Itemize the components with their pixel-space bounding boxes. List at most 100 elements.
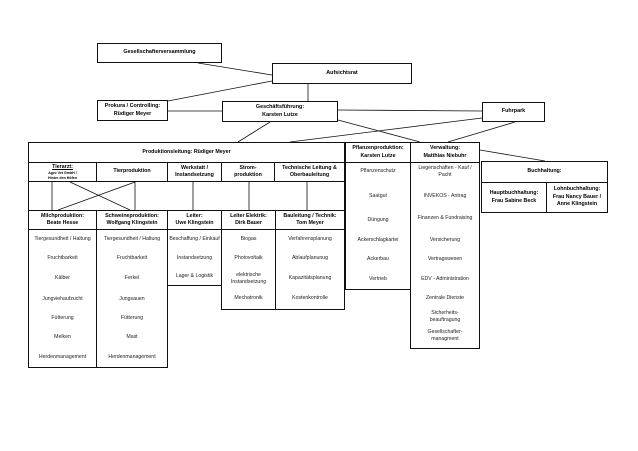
- verwaltung-item: Versicherung: [410, 234, 480, 248]
- bauleitung-item: Verfahrensplanung: [275, 233, 345, 247]
- prokura-name: Rüdiger Meyer: [113, 110, 152, 117]
- pflanzen-head-name: Karsten Lutze: [360, 152, 396, 159]
- schwein-head-name: Wolfgang Klingstein: [106, 220, 158, 226]
- schwein-item: Tiergesundheit / Haltung: [96, 231, 168, 249]
- line-fuhrpark-produktion: [289, 117, 483, 143]
- milch-item-text: Jungviehaufzucht: [42, 296, 83, 303]
- elektrik-item: Mechatronik: [221, 292, 276, 306]
- bauleitung-head: Bauleitung / Technik: Tom Meyer: [275, 210, 345, 230]
- verwaltung-item-text: Versicherung: [429, 237, 461, 244]
- werkstatt-line2: Instandsetzung: [175, 172, 214, 178]
- pflanzen-head-title: Pflanzenproduktion:: [352, 145, 404, 152]
- buchhaltung-label: Buchhaltung:: [527, 168, 562, 175]
- tierproduktion-label: Tierproduktion: [113, 168, 151, 175]
- bauleitung-head-title: Bauleitung / Technik:: [283, 212, 337, 219]
- schwein-item: Herdenmanagement: [96, 351, 168, 365]
- werkstatt-item-text: Lager & Logistik: [175, 273, 214, 280]
- pflanzen-item: Düngung: [345, 214, 411, 228]
- werkstatt-item-text: Instandsetzung: [176, 255, 213, 262]
- milch-item: Kälber: [28, 272, 97, 286]
- schwein-head-title: Schweineproduktion:: [105, 212, 159, 219]
- pflanzen-item-text: Vertrieb: [369, 276, 387, 283]
- elektrik-item-text: Photovoltaik: [234, 255, 263, 262]
- verwaltung-item: Finanzen & Fundraising: [413, 210, 477, 228]
- bauleitung-item-text: Verfahrensplanung: [288, 236, 332, 243]
- verwaltung-head: Verwaltung: Matthias Niebuhr: [410, 142, 480, 163]
- verwaltung-item: Zentrale Dienste: [410, 292, 480, 306]
- milch-item: Herdenmanagement: [28, 351, 97, 365]
- verwaltung-item-text: INVEKOS - Antrag: [423, 193, 467, 200]
- line-tierprod-milch: [57, 181, 136, 211]
- bauleitung-item-text: Ablaufplanunug: [291, 255, 329, 262]
- pflanzen-item: Ackerbau: [345, 253, 411, 267]
- technische-line1: Technische Leitung &: [282, 164, 337, 171]
- verwaltung-item: Sicherheits-beauftragung: [420, 308, 470, 326]
- milch-item: Fütterung: [28, 312, 97, 326]
- lohnbuchhaltung-box: Lohnbuchhaltung: Frau Nancy Bauer / Anne…: [546, 182, 608, 213]
- bauleitung-item-text: Kapazitätsplanung: [288, 275, 332, 282]
- werkstatt-box: Werkstatt / Instandsetzung: [167, 162, 222, 182]
- geschaeftsfuehrung-name: Karsten Lutze: [262, 111, 298, 118]
- line-verwaltung-buchhaltung: [479, 149, 546, 162]
- tierarzt-title: Tierarzt:: [52, 163, 73, 170]
- prokura-title: Prokura / Controlling:: [104, 103, 161, 110]
- schwein-item: Mast: [96, 331, 168, 345]
- pflanzen-item-text: Saatgut: [369, 193, 387, 200]
- werkstatt-item: Lager & Logistik: [167, 270, 222, 284]
- elektrik-head-name: Dirk Bauer: [235, 220, 262, 226]
- milch-item: Fruchtbarkeit: [28, 252, 97, 266]
- aufsichtsrat-box: Aufsichtsrat: [272, 63, 412, 84]
- pflanzen-item: Vertrieb: [345, 273, 411, 287]
- werkstatt-head: Leiter: Uwe Klingstein: [167, 210, 222, 230]
- bauleitung-head-name: Tom Meyer: [296, 220, 324, 226]
- bauleitung-item-text: Kostenkontrolle: [292, 295, 328, 302]
- fuhrpark-label: Fuhrpark: [501, 108, 526, 115]
- line-gf-produktion: [237, 121, 271, 143]
- elektrik-item: elektrische Instandsetzung: [221, 268, 276, 290]
- verwaltung-item: EDV - Administration: [410, 273, 480, 287]
- technische-leitung-box: Technische Leitung & Oberbauleitung: [274, 162, 345, 182]
- line-fuhrpark-verwaltung: [447, 121, 516, 143]
- schwein-item-text: Jungsauen: [119, 296, 145, 303]
- pflanzen-column: [345, 142, 411, 290]
- fuhrpark-box: Fuhrpark: [482, 102, 545, 122]
- tierarzt-line1: Agro Vet GmbH /: [48, 171, 77, 176]
- milch-item-text: Fruchtbarkeit: [47, 255, 78, 262]
- verwaltung-head-title: Verwaltung:: [429, 145, 461, 152]
- bauleitung-item: Kapazitätsplanung: [275, 272, 345, 286]
- gesellschafterversammlung-label: Gesellschafterversammlung: [123, 49, 196, 56]
- verwaltung-item-text: Sicherheits-beauftragung: [429, 309, 461, 323]
- milch-item-text: Herdenmanagement: [38, 354, 87, 361]
- werkstatt-head-title: Leiter:: [186, 212, 203, 219]
- milch-head-name: Beate Hesse: [46, 220, 79, 226]
- stromproduktion-box: Strom- produktion: [221, 162, 275, 182]
- elektrik-item-text: Mechatronik: [234, 295, 263, 302]
- schwein-item-text: Fütterung: [120, 315, 144, 322]
- milch-item-text: Tiergesundheit / Haltung: [34, 236, 91, 243]
- verwaltung-column: [410, 142, 480, 349]
- milch-head: Milchproduktion: Beate Hesse: [28, 210, 97, 230]
- bauleitung-item: Ablaufplanunug: [275, 252, 345, 266]
- tierarzt-line2: Hinter den Höfen: [48, 175, 77, 180]
- schwein-item-text: Tiergesundheit / Haltung: [103, 236, 161, 243]
- geschaeftsfuehrung-title: Geschäftsführung:: [255, 104, 305, 111]
- gesellschafterversammlung-box: Gesellschafterversammlung: [97, 43, 222, 63]
- milch-item: Jungviehaufzucht: [28, 293, 97, 307]
- strom-line1: Strom-: [239, 164, 257, 171]
- pflanzen-item: Pflanzenschutz: [345, 165, 411, 179]
- milch-item: Tiergesundheit / Haltung: [28, 231, 97, 249]
- hauptbuchhaltung-title: Hauptbuchhaltung:: [489, 190, 539, 197]
- elektrik-item: Photovoltaik: [221, 252, 276, 266]
- schwein-column: [96, 210, 168, 368]
- pflanzen-head: Pflanzenproduktion: Karsten Lutze: [345, 142, 411, 163]
- elektrik-head-title: Leiter Elektrik:: [230, 212, 267, 219]
- schwein-head: Schweineproduktion: Wolfgang Klingstein: [96, 210, 168, 230]
- geschaeftsfuehrung-box: Geschäftsführung: Karsten Lutze: [222, 101, 338, 122]
- schwein-item-text: Fruchtbarkeit: [116, 255, 148, 262]
- line-aufsichtsrat-prokura: [167, 80, 273, 102]
- verwaltung-item-text: Finanzen & Fundraising: [417, 215, 473, 222]
- verwaltung-item-text: Zentrale Dienste: [425, 295, 465, 302]
- werkstatt-head-name: Uwe Klingstein: [175, 220, 214, 226]
- produktionsleitung-box: Produktionsleitung: Rüdiger Meyer: [28, 142, 345, 163]
- schwein-item: Fruchtbarkeit: [96, 252, 168, 266]
